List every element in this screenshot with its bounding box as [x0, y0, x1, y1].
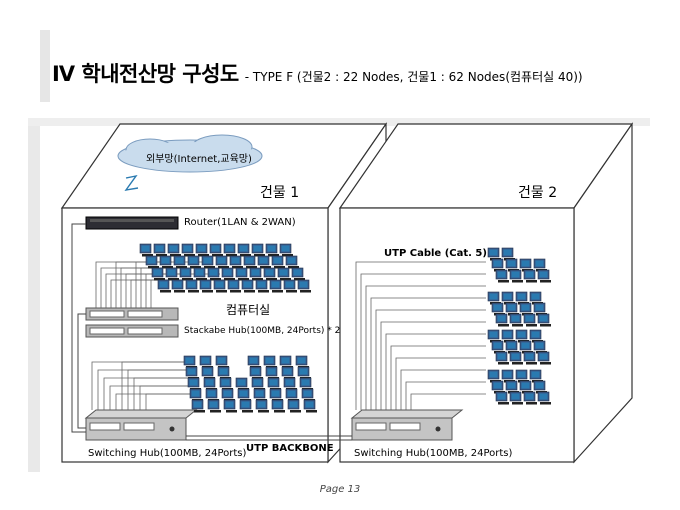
computer-icon: [209, 243, 223, 257]
computer-icon: [165, 267, 179, 281]
computer-icon: [207, 267, 221, 281]
utp-cable-label: UTP Cable (Cat. 5): [384, 248, 487, 259]
computer-icon: [223, 243, 237, 257]
computer-icon: [279, 243, 293, 257]
computer-icon: [271, 255, 285, 269]
title-main: Ⅳ 학내전산망 구성도: [52, 62, 239, 86]
computer-icon: [509, 313, 523, 327]
computers: [139, 243, 551, 413]
computer-icon: [139, 243, 153, 257]
frame-top-bar: [28, 118, 650, 126]
computer-icon: [495, 391, 509, 405]
computer-icon: [249, 267, 263, 281]
computer-icon: [159, 255, 173, 269]
computer-icon: [523, 391, 537, 405]
frame-left-bar: [28, 118, 40, 472]
utp-backbone-label: UTP BACKBONE: [246, 443, 334, 454]
computer-icon: [239, 399, 253, 413]
computer-icon: [265, 243, 279, 257]
computer-icon: [181, 243, 195, 257]
computer-icon: [303, 399, 317, 413]
computer-icon: [263, 267, 277, 281]
computer-icon: [201, 255, 215, 269]
switching-hub-1-label: Switching Hub(100MB, 24Ports): [88, 448, 247, 459]
computer-icon: [277, 267, 291, 281]
computer-icon: [171, 279, 185, 293]
backbone-lines: [71, 223, 352, 441]
computer-icon: [223, 399, 237, 413]
computer-icon: [269, 279, 283, 293]
computer-icon: [153, 243, 167, 257]
computer-icon: [257, 255, 271, 269]
computer-icon: [229, 255, 243, 269]
computer-icon: [297, 279, 311, 293]
computer-icon: [173, 255, 187, 269]
computer-icon: [509, 351, 523, 365]
computer-icon: [255, 279, 269, 293]
computer-icon: [495, 351, 509, 365]
computer-icon: [271, 399, 285, 413]
computer-icon: [243, 255, 257, 269]
computer-icon: [509, 391, 523, 405]
computer-icon: [193, 267, 207, 281]
computer-icon: [523, 313, 537, 327]
switching-hub-1: [84, 409, 198, 441]
router-label: Router(1LAN & 2WAN): [184, 217, 296, 228]
computer-icon: [185, 279, 199, 293]
computer-icon: [167, 243, 181, 257]
computer-icon: [537, 269, 551, 283]
computer-icon: [283, 279, 297, 293]
router-device: [85, 216, 179, 230]
computer-icon: [235, 267, 249, 281]
computer-icon: [285, 255, 299, 269]
computer-icon: [523, 269, 537, 283]
computer-icon: [237, 243, 251, 257]
building2-cables: [355, 261, 486, 410]
computer-icon: [187, 255, 201, 269]
stackable-hub-label: Stackabe Hub(100MB, 24Ports) * 2: [184, 326, 341, 336]
computer-icon: [523, 351, 537, 365]
computer-icon: [291, 267, 305, 281]
computer-icon: [537, 351, 551, 365]
computer-icon: [509, 269, 523, 283]
computer-icon: [195, 243, 209, 257]
computer-icon: [495, 313, 509, 327]
computer-icon: [191, 399, 205, 413]
computer-icon: [241, 279, 255, 293]
computer-icon: [199, 279, 213, 293]
computer-icon: [221, 267, 235, 281]
wireless-link: [124, 174, 139, 191]
cloud-label: 외부망(Internet,교육망): [146, 154, 252, 165]
title-sub: - TYPE F (건물2 : 22 Nodes, 건물1 : 62 Nodes…: [244, 70, 583, 84]
page-number: Page 13: [319, 484, 361, 495]
stackable-hub-2: [85, 324, 179, 338]
stackable-hub-1: [85, 307, 179, 321]
lower-cables: [91, 361, 192, 410]
computer-icon: [215, 255, 229, 269]
internet-cloud: [117, 134, 263, 173]
building2-label: 건물 2: [518, 185, 558, 201]
computer-icon: [145, 255, 159, 269]
computer-icon: [207, 399, 221, 413]
building1-label: 건물 1: [260, 185, 300, 201]
title-accent-bar: [40, 30, 50, 102]
computer-icon: [227, 279, 241, 293]
computer-icon: [537, 313, 551, 327]
computer-icon: [179, 267, 193, 281]
computer-icon: [151, 267, 165, 281]
computer-icon: [287, 399, 301, 413]
computer-icon: [255, 399, 269, 413]
computer-icon: [251, 243, 265, 257]
switching-hub-2-label: Switching Hub(100MB, 24Ports): [354, 448, 513, 459]
computer-icon: [213, 279, 227, 293]
switching-hub-2: [350, 409, 464, 441]
page-title: Ⅳ 학내전산망 구성도 - TYPE F (건물2 : 22 Nodes, 건물1…: [52, 58, 583, 88]
computer-icon: [537, 391, 551, 405]
computer-icon: [495, 269, 509, 283]
computer-icon: [157, 279, 171, 293]
lab-label: 컴퓨터실: [226, 303, 271, 317]
